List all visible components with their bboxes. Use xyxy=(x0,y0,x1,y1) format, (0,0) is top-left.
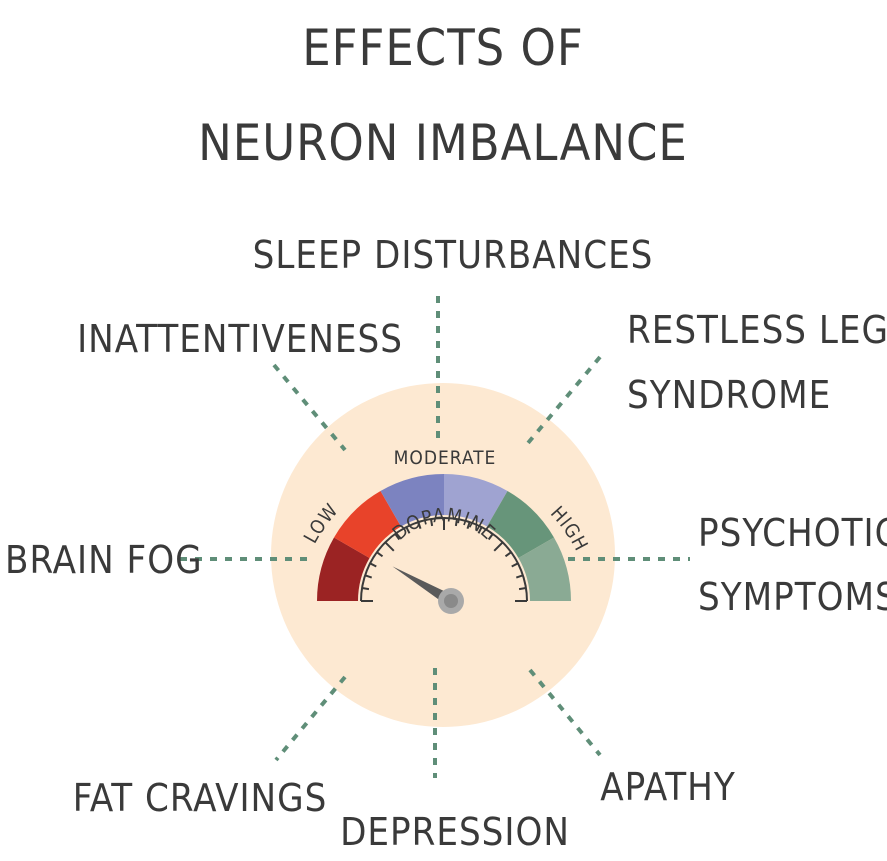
moderate-label: MODERATE xyxy=(394,447,497,469)
gauge-tick xyxy=(518,587,527,591)
connector-lines xyxy=(180,296,690,778)
title-line-2: NEURON IMBALANCE xyxy=(198,114,688,172)
gauge-tick xyxy=(511,562,519,568)
effect-apathy: APATHY xyxy=(600,765,735,809)
title-line-1: EFFECTS OF xyxy=(302,19,584,77)
effect-restless-leg-line-2: SYNDROME xyxy=(627,373,831,417)
gauge-needle xyxy=(392,566,455,607)
gauge-tick xyxy=(477,526,483,534)
gauge-tick xyxy=(384,541,395,552)
effect-depression: DEPRESSION xyxy=(340,810,570,854)
gauge-segment-1 xyxy=(317,537,370,601)
gauge-segment-3 xyxy=(380,474,444,527)
gauge-segments xyxy=(317,474,571,601)
gauge-tick xyxy=(376,551,384,558)
connector-inattentiveness xyxy=(272,363,347,452)
effect-inattentiveness: INATTENTIVENESS xyxy=(77,317,403,361)
gauge-tick xyxy=(466,521,471,530)
connector-apathy xyxy=(528,668,602,757)
gauge-tick xyxy=(394,533,401,541)
gauge-tick xyxy=(487,533,494,541)
gauge-tick xyxy=(417,521,422,530)
effect-psychotic-line-1: PSYCHOTIC xyxy=(698,511,887,555)
gauge-segment-4 xyxy=(444,474,508,527)
gauge-tick xyxy=(364,574,373,579)
gauge-tick xyxy=(504,551,512,558)
gauge-tick xyxy=(454,518,458,527)
gauge-segment-2 xyxy=(334,491,401,558)
gauge-tick xyxy=(430,518,434,527)
gauge-tick xyxy=(405,526,411,534)
gauge-tick xyxy=(493,541,504,552)
effect-fat-cravings: FAT CRAVINGS xyxy=(73,776,328,820)
effect-psychotic-line-2: SYMPTOMS xyxy=(698,575,887,619)
connector-restless-leg xyxy=(526,355,602,445)
effect-sleep-disturbances: SLEEP DISTURBANCES xyxy=(253,233,654,277)
dopamine-gauge: LOW HIGH MODERATE DOPAMINE xyxy=(300,447,591,614)
gauge-ticks xyxy=(360,517,528,602)
gauge-segment-5 xyxy=(487,491,554,558)
effect-restless-leg-line-1: RESTLESS LEG xyxy=(627,308,887,352)
gauge-segment-6 xyxy=(518,537,571,601)
gauge-tick xyxy=(515,574,524,579)
needle-hub-inner xyxy=(444,594,458,608)
gauge-tick xyxy=(369,562,377,568)
gauge-tick xyxy=(361,587,370,591)
background-circle xyxy=(271,383,615,727)
effect-brain-fog: BRAIN FOG xyxy=(5,538,203,582)
connector-fat-cravings xyxy=(274,675,347,762)
